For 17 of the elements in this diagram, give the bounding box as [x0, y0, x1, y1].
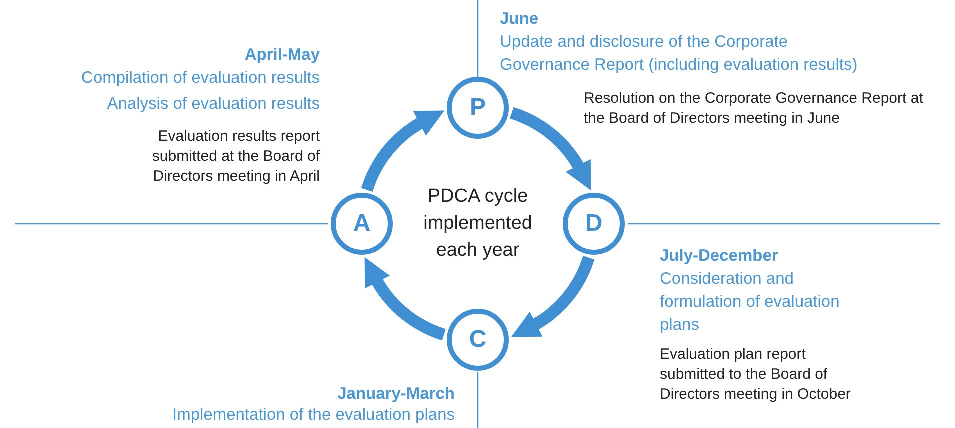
activity-text: Update and disclosure of the Corporate Governance Report (including evaluation results) — [500, 32, 859, 76]
activity-text: Consideration and formulation of evaluation plans — [660, 269, 840, 336]
activity-text: Analysis of evaluation results — [106, 94, 320, 115]
activity-text: Implementation of the evaluation plans — [171, 405, 455, 426]
note-text: Evaluation results report submitted at the Board of Directors meeting in April — [151, 127, 320, 187]
note-text: Resolution on the Corporate Governance Report at the Board of Directors meeting in June — [584, 89, 924, 129]
stage-letter: P — [470, 94, 486, 122]
stage-letter: A — [353, 210, 371, 238]
activity-text: Compilation of evaluation results — [80, 68, 320, 89]
period-heading: July-December — [660, 246, 780, 267]
note-text: Evaluation plan report submitted to the Board of Directors meeting in October — [660, 345, 852, 405]
stage-letter: D — [585, 210, 603, 238]
period-heading: April-May — [244, 45, 320, 66]
stage-letter: C — [469, 326, 487, 354]
cycle-caption: PDCA cycle implemented each year — [422, 185, 534, 263]
period-heading: January-March — [336, 384, 455, 405]
period-heading: June — [500, 9, 540, 30]
